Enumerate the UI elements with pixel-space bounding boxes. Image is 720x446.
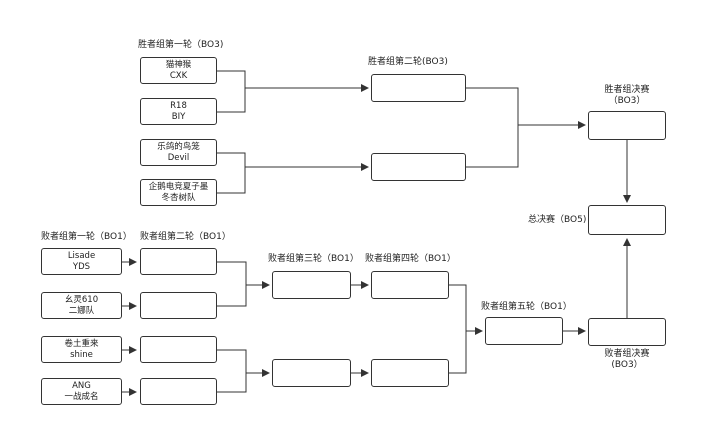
losers-r2-slot2 [140, 292, 217, 319]
team-name: CXK [169, 70, 188, 81]
connector-w-r1-bottom-b [217, 167, 246, 194]
winners-final-slot [588, 111, 666, 140]
winners-r2-slot2 [371, 153, 466, 181]
losers-final-title: 败者组决赛 [604, 349, 650, 359]
connector-l-r2-top [217, 261, 270, 289]
connector-w-r1-top [217, 70, 369, 92]
winners-r1-match2-team1: 乐鸽的鸟笼 Devil [140, 139, 217, 166]
losers-final-slot [588, 318, 666, 346]
team-name: BIY [171, 111, 186, 122]
winners-round1-label: 胜者组第一轮（BO3) [138, 40, 224, 50]
winners-r1-match1-team2: R18 BIY [140, 98, 217, 125]
connector-l-r2-bottom-b [217, 373, 247, 393]
losers-r1-team1: Lisade YDS [41, 248, 122, 275]
team-name: Lisade [67, 250, 96, 261]
winners-r1-match2-team2: 企鹅电竞夏子墨 冬杏树队 [140, 179, 217, 206]
connector-w-r1-bottom [217, 152, 369, 171]
grand-final-slot [588, 205, 666, 235]
team-name: ANG [72, 380, 91, 391]
team-name: shine [70, 349, 93, 360]
team-name: 幺灵610 [64, 294, 99, 305]
winners-final-format: （BO3） [608, 96, 646, 106]
losers-round1-label: 败者组第一轮（BO1） [41, 232, 132, 242]
losers-r3-slot1 [272, 271, 351, 299]
team-name: 冬杏树队 [161, 192, 196, 203]
team-name: 一战成名 [64, 391, 99, 402]
team-name: 猫神猴 [165, 59, 192, 70]
team-name: Devil [167, 152, 190, 163]
connector-l-r2-bottom [217, 349, 270, 377]
losers-r4-slot2 [371, 359, 449, 387]
team-name: 乐鸽的鸟笼 [157, 141, 200, 152]
losers-r1-team4: ANG 一战成名 [41, 378, 122, 405]
team-name: YDS [72, 261, 91, 272]
losers-r2-slot1 [140, 248, 217, 275]
winners-round2-label: 胜者组第二轮(BO3) [368, 57, 448, 67]
team-name: 卷土重来 [64, 338, 99, 349]
losers-r2-slot3 [140, 336, 217, 363]
connector-l-r4 [449, 284, 483, 335]
connector-w-r2-b [466, 125, 519, 168]
losers-r3-slot2 [272, 359, 351, 387]
team-name: R18 [170, 100, 187, 111]
losers-r1-team2: 幺灵610 二娜队 [41, 292, 122, 319]
losers-r2-slot4 [140, 378, 217, 405]
losers-r4-slot1 [371, 271, 449, 299]
winners-r1-match1-team1: 猫神猴 CXK [140, 57, 217, 84]
losers-final-format: (BO3） [611, 360, 643, 370]
losers-round3-label: 败者组第三轮（BO1） [268, 254, 359, 264]
grand-final-label: 总决赛（BO5) [528, 215, 587, 225]
connector-w-r1-top-b [217, 88, 246, 113]
losers-round5-label: 败者组第五轮（BO1） [481, 302, 572, 312]
losers-r1-team3: 卷土重来 shine [41, 336, 122, 363]
team-name: 二娜队 [68, 305, 95, 316]
losers-round2-label: 败者组第二轮（BO1） [140, 232, 231, 242]
winners-final-title: 胜者组决赛 [604, 85, 650, 95]
connector-l-r2-top-b [217, 285, 247, 307]
connector-w-r2 [466, 87, 586, 129]
connector-l-r4-b [449, 331, 467, 374]
losers-final-label: 败者组决赛 (BO3） [588, 349, 666, 371]
losers-r5-slot [485, 317, 563, 345]
losers-round4-label: 败者组第四轮（BO1） [365, 254, 456, 264]
team-name: 企鹅电竞夏子墨 [148, 181, 209, 192]
winners-r2-slot1 [371, 74, 466, 102]
winners-final-label: 胜者组决赛 （BO3） [588, 85, 666, 107]
